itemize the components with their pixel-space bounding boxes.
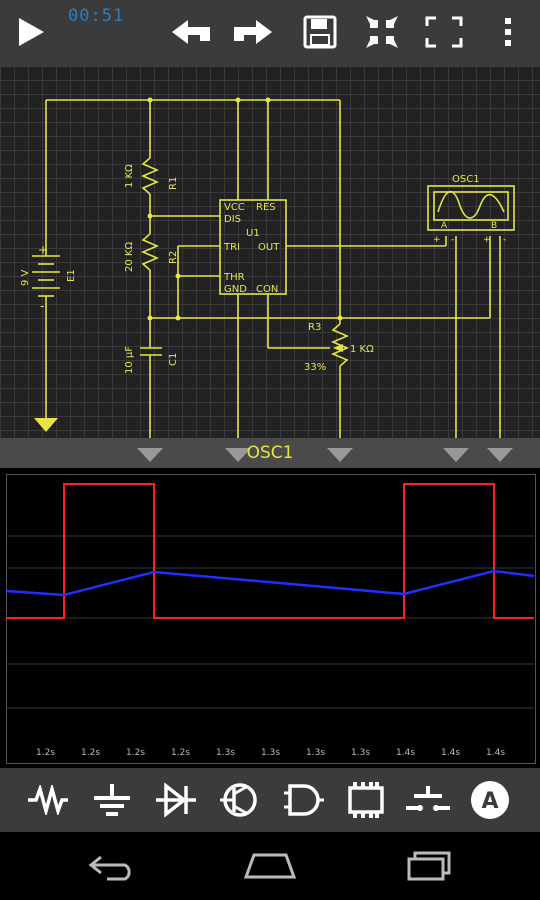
pin-dis: DIS [224, 214, 241, 225]
tick-label: 1.3s [261, 748, 281, 758]
u1-label: U1 [246, 228, 260, 239]
battery-value: 9 V [20, 269, 31, 286]
osc-label: OSC1 [452, 174, 480, 185]
tick-label: 1.2s [36, 748, 56, 758]
pin-thr: THR [223, 272, 245, 283]
resistor-icon[interactable] [24, 776, 72, 824]
r3-setting: 33% [304, 362, 326, 373]
c1-value: 10 µF [124, 346, 135, 374]
ground-icon[interactable] [88, 776, 136, 824]
circuit-canvas[interactable]: VCC RES DIS TRI OUT THR GND CON U1 OSC1 … [0, 66, 540, 438]
pin-vcc: VCC [224, 202, 245, 213]
r2-value: 20 KΩ [124, 242, 135, 272]
undo-icon[interactable] [168, 8, 216, 56]
tick-label: 1.3s [306, 748, 326, 758]
tick-label: 1.3s [216, 748, 236, 758]
probe-markers [137, 448, 513, 462]
svg-text:+: + [38, 243, 48, 257]
pin-out: OUT [258, 242, 280, 253]
back-icon[interactable] [82, 846, 142, 886]
tick-label: 1.2s [171, 748, 191, 758]
save-icon[interactable] [296, 8, 344, 56]
pin-gnd: GND [224, 284, 247, 295]
schematic: VCC RES DIS TRI OUT THR GND CON U1 OSC1 … [20, 97, 515, 438]
tick-label: 1.4s [396, 748, 416, 758]
r3-label: R3 [308, 322, 321, 333]
osc-a-label: A [441, 221, 448, 231]
overflow-menu-icon[interactable] [484, 8, 532, 56]
ammeter-icon[interactable]: A [466, 776, 514, 824]
pin-tri: TRI [223, 242, 240, 253]
svg-text:-: - [451, 235, 454, 245]
redo-icon[interactable] [228, 8, 276, 56]
pin-res: RES [256, 202, 276, 213]
svg-text:+: + [433, 235, 441, 245]
oscilloscope-display: 1.2s 1.2s 1.2s 1.2s 1.3s 1.3s 1.3s 1.3s … [0, 468, 540, 768]
system-navbar [0, 832, 540, 900]
tick-label: 1.4s [486, 748, 506, 758]
transistor-icon[interactable] [216, 776, 264, 824]
fullscreen-icon[interactable] [420, 8, 468, 56]
tick-label: 1.2s [126, 748, 146, 758]
scope-plot [5, 483, 535, 709]
svg-text:+: + [483, 235, 491, 245]
component-toolbar: A [0, 768, 540, 832]
recents-icon[interactable] [398, 846, 458, 886]
svg-text:-: - [40, 299, 44, 313]
chip-icon[interactable] [342, 776, 390, 824]
tick-label: 1.2s [81, 748, 101, 758]
scope-trace-b [5, 569, 535, 597]
top-toolbar: 00:51 [0, 0, 540, 66]
osc-b-label: B [491, 221, 497, 231]
r3-value: 1 KΩ [350, 344, 374, 355]
logic-gate-icon[interactable] [280, 776, 328, 824]
home-icon[interactable] [240, 846, 300, 886]
svg-text:A: A [481, 789, 498, 814]
r2-label: R2 [168, 251, 179, 264]
r1-label: R1 [168, 177, 179, 190]
tick-label: 1.3s [351, 748, 371, 758]
pin-con: CON [256, 284, 278, 295]
scope-trace-a [6, 483, 534, 619]
r1-value: 1 KΩ [124, 164, 135, 188]
svg-text:-: - [503, 235, 506, 245]
battery-label: E1 [66, 269, 77, 282]
oscilloscope-title: OSC1 [246, 443, 294, 463]
oscilloscope-header[interactable]: OSC1 [0, 438, 540, 468]
c1-label: C1 [168, 353, 179, 366]
switch-icon[interactable] [404, 776, 452, 824]
tick-label: 1.4s [441, 748, 461, 758]
simulation-timer: 00:51 [68, 6, 125, 26]
play-icon[interactable] [6, 8, 54, 56]
diode-icon[interactable] [152, 776, 200, 824]
fit-icon[interactable] [358, 8, 406, 56]
